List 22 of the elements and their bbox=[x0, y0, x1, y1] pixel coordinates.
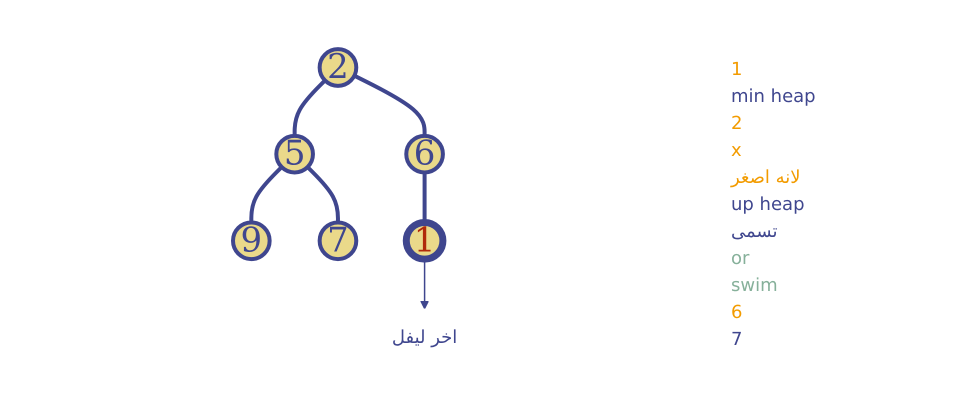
connector bbox=[306, 166, 340, 222]
annotation-text: x bbox=[731, 140, 743, 160]
node-circle: 5 bbox=[274, 134, 316, 174]
annotation-text: swim bbox=[731, 274, 779, 296]
annotation-text: تسمى bbox=[731, 220, 778, 242]
annotation-text: or bbox=[731, 248, 750, 268]
annotation-text: 2 bbox=[731, 112, 744, 134]
connector bbox=[354, 74, 427, 136]
node-circle: 7 bbox=[318, 220, 359, 262]
annotation-text: 6 bbox=[731, 302, 744, 322]
annotation-text: min heap bbox=[731, 86, 817, 106]
annotation-text: 7 bbox=[731, 328, 744, 350]
annotation-text: 1 bbox=[731, 58, 744, 80]
annotation-text: لانه اصغر bbox=[731, 166, 802, 188]
node-circle: 9 bbox=[231, 220, 272, 262]
node-circle: 6 bbox=[404, 134, 446, 174]
connector bbox=[250, 166, 284, 222]
annotation-text: up heap bbox=[731, 194, 806, 214]
node-circle: 1 bbox=[403, 218, 447, 263]
connector bbox=[292, 79, 327, 136]
node-text: اخر ليفل bbox=[392, 327, 458, 348]
node-circle: 2 bbox=[318, 47, 359, 88]
